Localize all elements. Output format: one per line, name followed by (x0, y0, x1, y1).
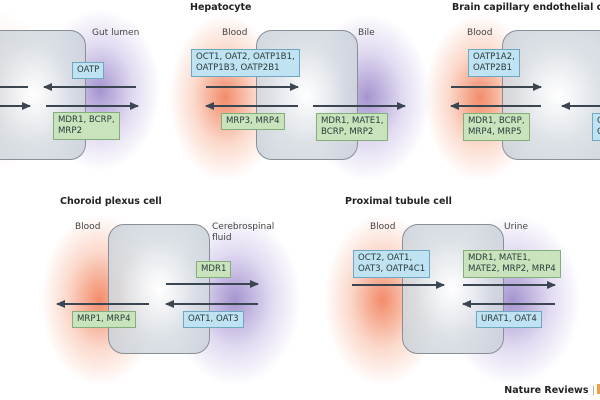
biliary-efflux-box: MDR1, MATE1, BCRP, MRP2 (316, 113, 389, 141)
hepatocyte-uptake-box: OCT1, OAT2, OATP1B1, OATP1B3, OATP2B1 (191, 49, 300, 77)
brain-efflux-box: MDR1, BCRP, MRP4, MRP5 (463, 113, 530, 141)
blood-label: Blood (75, 222, 101, 232)
mrp3-mrp4-box: MRP3, MRP4 (221, 113, 285, 130)
hepatocyte-uptake-arrow (206, 82, 299, 91)
mdr1-efflux-arrow (46, 101, 139, 110)
brain-efflux-arrow (450, 101, 541, 110)
blood-label: Blood (222, 28, 248, 38)
csf-efflux-arrow (166, 279, 259, 288)
proximal-apical-efflux-box: MDR1, MATE1, MATE2, MRP2, MRP4 (463, 250, 561, 278)
choroid-plexus-title: Choroid plexus cell (60, 196, 162, 207)
enterocyte-cell (0, 30, 86, 160)
cell-efflux-arrow-short (0, 101, 31, 110)
brain-apical-box-partial: O O (592, 113, 600, 141)
blood-label: Blood (370, 222, 396, 232)
journal-name: Nature Reviews (504, 385, 589, 396)
mdr1-box: MDR1 (196, 261, 232, 278)
blood-label: Blood (467, 28, 493, 38)
blood-efflux-arrow (56, 299, 149, 308)
brain-capillary-title: Brain capillary endothelial cell (452, 2, 600, 13)
mdr1-bcrp-mrp2-box: MDR1, BCRP, MRP2 (53, 112, 120, 140)
choroid-plexus-cell (108, 224, 210, 354)
bile-label: Bile (358, 28, 375, 38)
mrp1-mrp4-box: MRP1, MRP4 (72, 311, 136, 328)
journal-accent-mark (597, 384, 600, 394)
urine-reabsorption-arrow (462, 299, 555, 308)
brain-uptake-arrow (451, 82, 542, 91)
oatp-uptake-arrow (43, 82, 136, 91)
basolateral-efflux-arrow (205, 101, 298, 110)
urat1-oat4-box: URAT1, OAT4 (476, 311, 542, 328)
proximal-tubule-title: Proximal tubule cell (345, 196, 452, 207)
proximal-uptake-arrow (352, 280, 445, 289)
credit-separator: | (591, 385, 595, 396)
journal-credit: Nature Reviews | (504, 384, 600, 396)
proximal-tubule-cell (402, 224, 504, 354)
apical-to-cell-arrow-tail (0, 86, 28, 88)
brain-apical-arrow (561, 101, 600, 110)
urine-efflux-arrow (463, 280, 556, 289)
urine-label: Urine (504, 222, 529, 232)
hepatocyte-title: Hepatocyte (190, 2, 252, 13)
csf-uptake-arrow (165, 299, 258, 308)
oatp-uptake-box: OATP (72, 62, 105, 79)
proximal-uptake-box: OCT2, OAT1, OAT3, OATP4C1 (353, 250, 431, 278)
gut-lumen-label: Gut lumen (92, 28, 140, 38)
oat1-oat3-box: OAT1, OAT3 (183, 311, 244, 328)
brain-uptake-box: OATP1A2, OATP2B1 (468, 49, 520, 77)
csf-label: Cerebrospinal fluid (212, 222, 275, 243)
biliary-efflux-arrow (313, 101, 406, 110)
